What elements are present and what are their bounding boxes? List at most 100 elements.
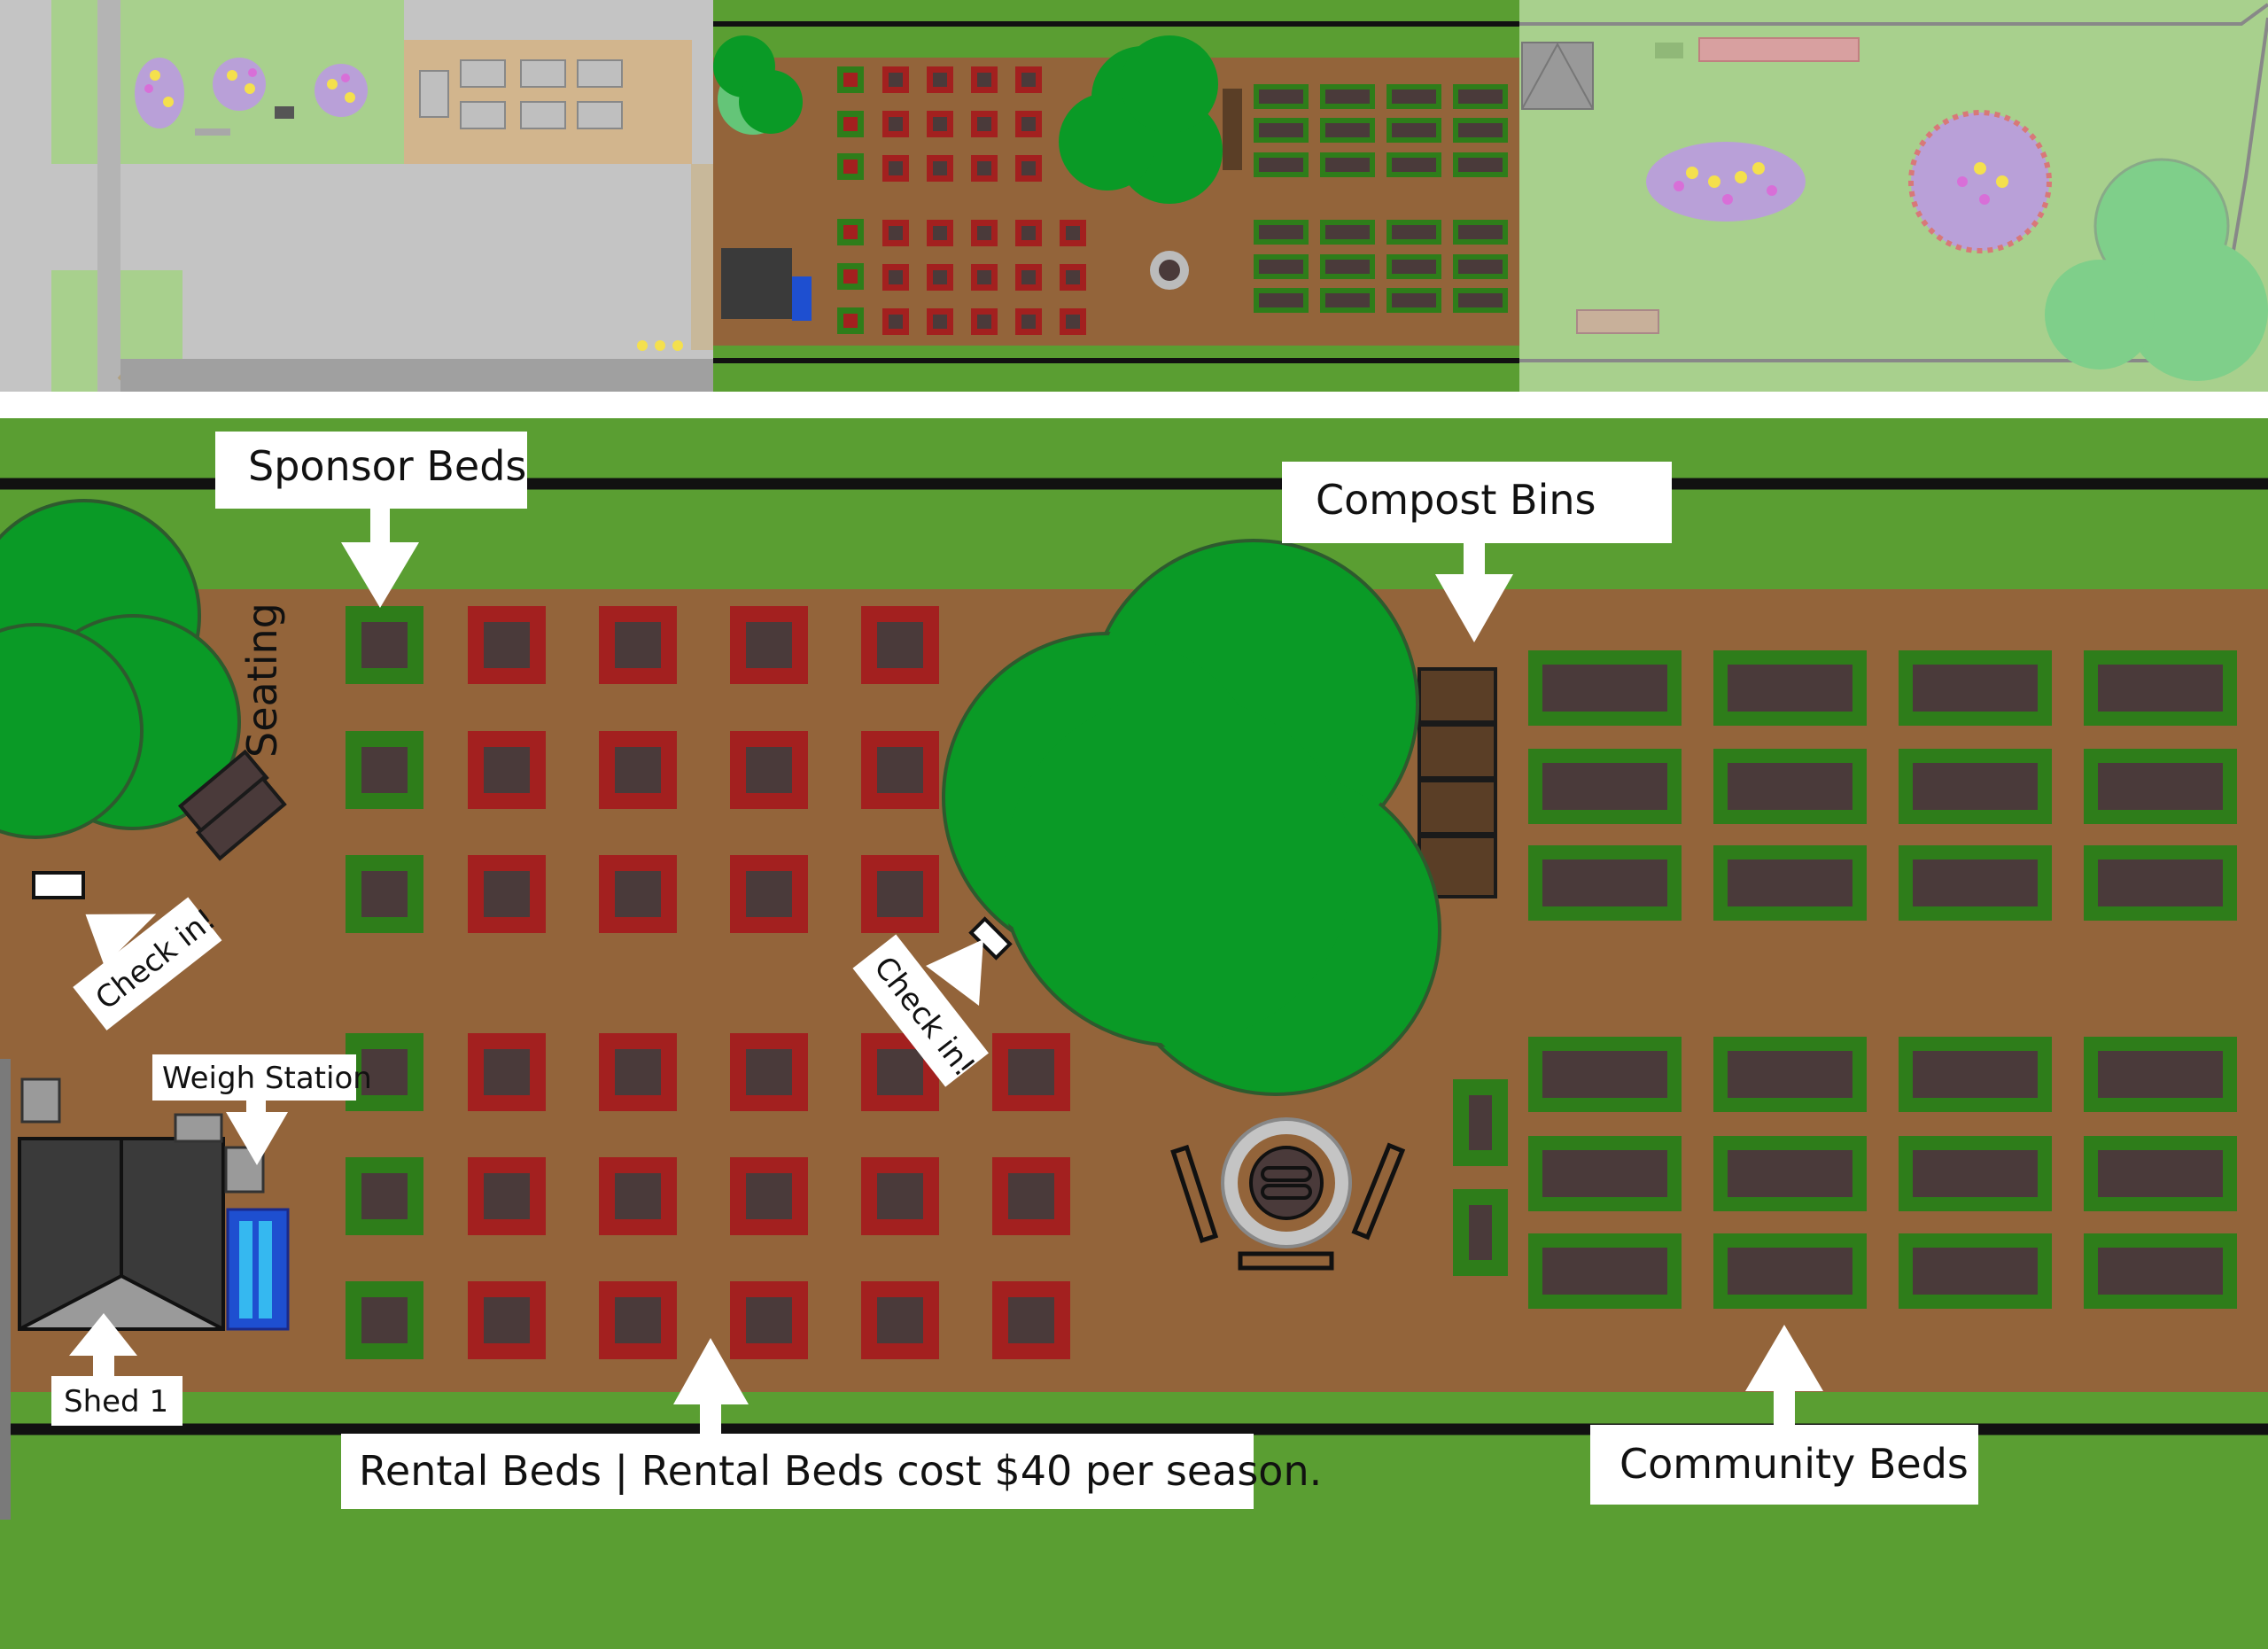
overview-patio-tables [419,59,623,129]
community-bed [1899,1136,2052,1211]
overview-rental-bed [1060,220,1086,246]
overview-rental-bed [1060,264,1086,291]
overview-sponsor-bed [837,153,864,180]
community-bed [1899,650,2052,726]
overview-community-bed [1386,84,1441,109]
overview-community-bed [1386,254,1441,279]
overview-path-border [691,164,713,350]
community-bed [2084,1037,2237,1112]
rental-bed [730,1157,808,1235]
community-bed [1713,650,1867,726]
overview-rental-bed [927,111,953,137]
rental-bed [992,1157,1070,1235]
check-in-sign-left [32,871,85,899]
overview-community-bed [1386,118,1441,143]
community-bed [1528,1037,1682,1112]
community-bed [1899,1233,2052,1309]
sponsor-bed [346,731,423,809]
overview-rental-bed [971,308,998,335]
overview-community-bed [1320,288,1375,313]
check-in-left-arrow [85,914,157,967]
rental-bed [861,855,939,933]
community-bed [1899,1037,2052,1112]
overview-rental-bed [971,66,998,93]
community-bed [2084,1233,2237,1309]
overview-rental-bed [1015,111,1042,137]
overview-sponsor-bed [837,111,864,137]
overview-rental-bed [1015,66,1042,93]
rental-bed [861,1033,939,1111]
check-in-sign-center [968,916,1013,961]
sponsor-beds-callout: Sponsor Beds [215,432,527,608]
compost-bins-label: Compost Bins [1316,476,1596,524]
overview-community-bed [1386,288,1441,313]
overview-community-bed [1254,84,1309,109]
overview-rental-bed [927,308,953,335]
rental-beds-callout: Rental Beds | Rental Beds cost $40 per s… [341,1338,1322,1509]
community-beds-label: Community Beds [1619,1440,1969,1488]
overview-rental-bed [971,111,998,137]
rental-bed [992,1033,1070,1111]
overview-rental-bed [971,264,998,291]
overview-community-bed [1386,220,1441,245]
weigh-station-label: Weigh Station [162,1061,372,1096]
rental-bed [861,731,939,809]
overview-community-bed [1320,220,1375,245]
rental-beds-label: Rental Beds | Rental Beds cost $40 per s… [359,1447,1322,1496]
overview-community-bed [1254,152,1309,177]
overview-community-bed [1320,84,1375,109]
main-map: Sponsor Beds Compost Bins Seating Check … [0,418,2268,1649]
rental-bed [599,1033,677,1111]
compost-bins-callout: Compost Bins [1282,462,1672,642]
community-bed [1713,845,1867,921]
overview-rental-bed [1015,155,1042,182]
overview-rental-bed [927,264,953,291]
sponsor-bed [346,1033,423,1111]
overview-community-bed [1254,254,1309,279]
shed-1-callout: Shed 1 [51,1313,183,1426]
community-bed [1713,1136,1867,1211]
overview-community-bed [1453,84,1508,109]
rental-bed [730,731,808,809]
tree-center-fill [947,544,1436,1091]
overview-sidewalk [97,0,120,392]
overview-rental-bed [882,111,909,137]
community-bed [1899,845,2052,921]
overview-rental-bed [882,264,909,291]
community-bed [1899,749,2052,824]
community-bed [1713,749,1867,824]
sponsor-bed [346,855,423,933]
community-beds-callout: Community Beds [1590,1325,1978,1505]
community-bed [2084,1136,2237,1211]
shed-1-label: Shed 1 [64,1384,168,1420]
community-bed [1528,845,1682,921]
overview-community-bed [1320,118,1375,143]
overview-map [0,0,2268,401]
fire-pit-benches [1170,1142,1406,1271]
overview-rental-bed [927,66,953,93]
rental-bed [730,855,808,933]
overview-path [120,359,713,392]
community-bed [1713,1233,1867,1309]
community-bed [2084,650,2237,726]
overview-rental-bed [882,220,909,246]
overview-sponsor-bed [837,219,864,245]
rental-bed [861,606,939,684]
sponsor-bed [346,1157,423,1235]
small-community-beds [1453,1079,1508,1276]
seating-benches-left [177,749,287,861]
overview-rental-bed [971,220,998,246]
map-divider [0,392,2268,418]
overview-community-bed [1453,220,1508,245]
check-in-center-arrow [926,939,983,1006]
overview-rental-bed [927,220,953,246]
overview-rental-bed [971,155,998,182]
sponsor-bed [346,606,423,684]
rental-bed [599,1281,677,1359]
rental-bed [468,1157,546,1235]
overview-community-bed [1320,152,1375,177]
community-bed [2084,845,2237,921]
overview-community-bed [1254,220,1309,245]
community-bed [1528,650,1682,726]
overview-community-bed [1254,288,1309,313]
